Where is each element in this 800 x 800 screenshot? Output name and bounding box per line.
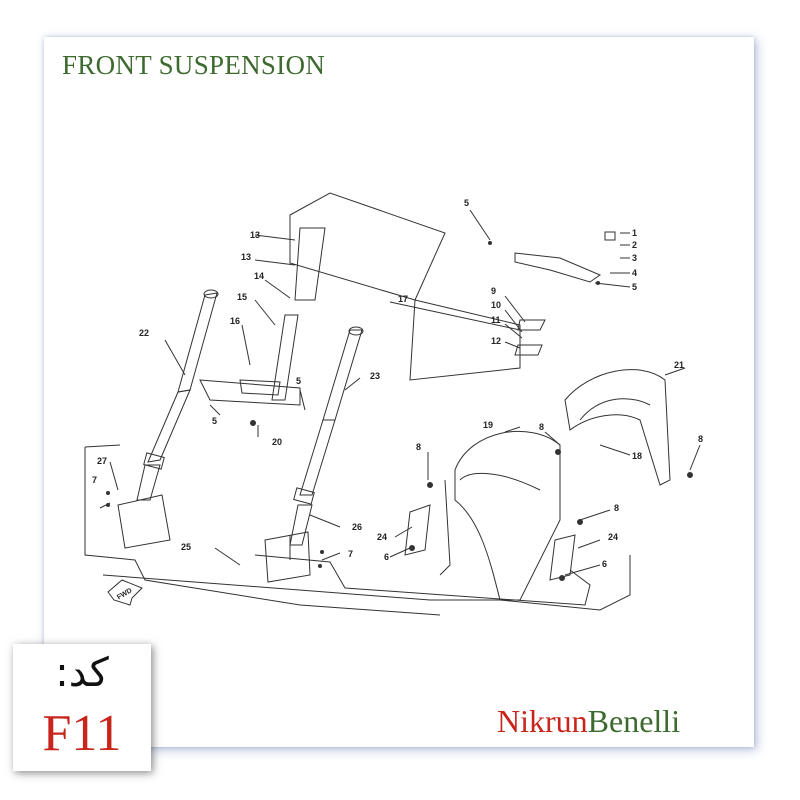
callout-24b: 24 — [608, 532, 618, 542]
top-bridge — [514, 252, 602, 283]
callout-7a: 7 — [92, 475, 97, 485]
callout-27: 27 — [97, 456, 107, 466]
callout-21: 21 — [674, 360, 684, 370]
page-title: FRONT SUSPENSION — [62, 50, 326, 80]
callout-3: 3 — [632, 253, 637, 263]
callout-6b: 6 — [602, 559, 607, 569]
callout-14: 14 — [254, 271, 264, 281]
callout-23: 23 — [370, 371, 380, 381]
fasteners — [106, 241, 693, 581]
callout-13b: 13 — [241, 252, 251, 262]
callout-9: 9 — [491, 286, 496, 296]
callout-5d: 5 — [212, 416, 217, 426]
reflector-left — [404, 504, 431, 556]
callout-8d: 8 — [614, 503, 619, 513]
callout-22: 22 — [139, 328, 149, 338]
fwd-arrow — [107, 579, 143, 606]
callout-19: 19 — [483, 420, 493, 430]
callout-12: 12 — [491, 336, 501, 346]
callout-10: 10 — [491, 300, 501, 310]
left-fork — [117, 289, 219, 549]
callout-5a: 5 — [632, 282, 637, 292]
callout-4: 4 — [632, 268, 637, 278]
callout-20: 20 — [272, 437, 282, 447]
fwd-arrow-label: FWD — [116, 587, 133, 601]
front-fender — [439, 430, 561, 601]
code-box: کد: F11 — [13, 644, 151, 771]
brand-logo: NikrunBenelli — [497, 703, 680, 740]
callout-11: 11 — [491, 315, 501, 325]
fork-box — [409, 299, 521, 381]
code-label: کد: — [55, 650, 109, 696]
callout-8a: 8 — [416, 442, 421, 452]
reflector-right — [549, 534, 576, 581]
code-value: F11 — [42, 705, 122, 762]
callout-25: 25 — [181, 542, 191, 552]
callout-5c: 5 — [296, 376, 301, 386]
diagram-card — [44, 37, 754, 747]
callout-18: 18 — [632, 451, 642, 461]
callout-16: 16 — [230, 316, 240, 326]
callout-2: 2 — [632, 240, 637, 250]
callout-1: 1 — [632, 228, 637, 238]
rear-hugger — [564, 369, 671, 486]
callout-24a: 24 — [377, 532, 387, 542]
callout-7b: 7 — [348, 549, 353, 559]
lower-clamp — [199, 379, 301, 406]
callout-26: 26 — [352, 522, 362, 532]
callout-13a: 13 — [250, 230, 260, 240]
upper-bracket-outline — [289, 192, 446, 301]
brand-part-benelli: Benelli — [587, 703, 681, 739]
callout-8c: 8 — [698, 434, 703, 444]
callout-17: 17 — [398, 294, 408, 304]
brand-part-nikrun: Nikrun — [497, 703, 588, 739]
right-fork — [264, 326, 364, 583]
callout-15: 15 — [237, 292, 247, 302]
callout-8b: 8 — [539, 422, 544, 432]
callout-6a: 6 — [384, 552, 389, 562]
callout-5b: 5 — [464, 198, 469, 208]
